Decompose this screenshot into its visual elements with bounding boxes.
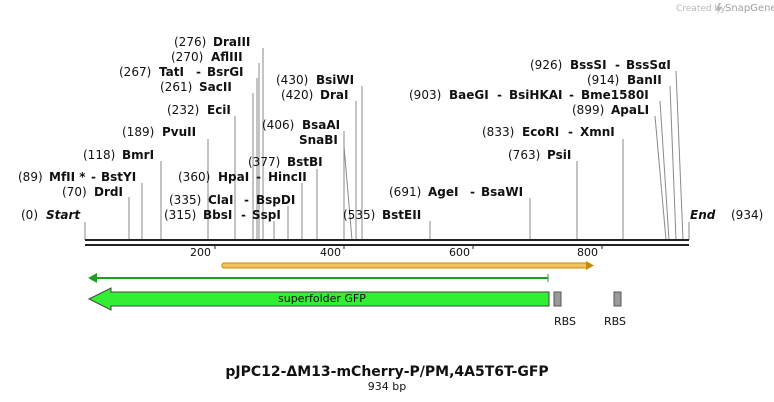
site-pos-baegi: (903)	[409, 88, 441, 102]
map-title: pJPC12-ΔM13-mCherry-P/PM,4A5T6T-GFP	[225, 364, 548, 380]
tick-label-200: 200	[190, 246, 211, 259]
site-name-afliii: AflIII	[211, 50, 243, 64]
site-name-psii: PsiI	[547, 148, 571, 162]
feature-label-gfp: superfolder GFP	[278, 292, 366, 305]
snapgene-logo-icon	[716, 3, 722, 15]
site-name-agei: AgeI	[428, 185, 458, 199]
site-pos-apali: (899)	[572, 103, 604, 117]
site-sep-baegi: -	[497, 88, 502, 102]
leader-snabi	[343, 145, 353, 241]
site-pos-clai: (335)	[169, 193, 201, 207]
site-name-ecii: EciI	[207, 103, 231, 117]
start-pos: (0)	[21, 208, 38, 222]
site-name-baegi: BaeGI	[449, 88, 489, 102]
site-name-tati: TatI	[159, 65, 184, 79]
site-name-xmni: XmnI	[580, 125, 615, 139]
site-pos-bsiwi: (430)	[276, 73, 308, 87]
site-name-bsiwi: BsiWI	[316, 73, 354, 87]
feature-superfolder-gfp: superfolder GFP	[87, 287, 550, 311]
feature-rbs-1: RBS	[553, 291, 576, 328]
site-name-hpai: HpaI	[218, 170, 249, 184]
tick-label-800: 800	[577, 246, 598, 259]
site-pos-drai: (420)	[281, 88, 313, 102]
site-name-bsihkai: BsiHKAI	[509, 88, 563, 102]
site-pos-draiii: (276)	[174, 35, 206, 49]
tick-label-600: 600	[449, 246, 470, 259]
site-sep-tati: -	[196, 65, 201, 79]
leader-baegi	[659, 100, 670, 241]
site-name-apali: ApaLI	[611, 103, 649, 117]
feature-label-rbs-2: RBS	[604, 315, 626, 328]
map-subtitle: 934 bp	[368, 380, 406, 393]
site-leaders	[84, 48, 690, 241]
tick-label-400: 400	[320, 246, 341, 259]
site-name-snabi: SnaBI	[299, 133, 338, 147]
site-pos-pvuii: (189)	[122, 125, 154, 139]
site-pos-bmri: (118)	[83, 148, 115, 162]
site-name-banii: BanII	[627, 73, 662, 87]
site-name-bsssai: BssSαI	[626, 58, 671, 72]
site-name-bsaai: BsaAI	[302, 118, 340, 132]
site-sep-mfii: -	[91, 170, 96, 184]
site-name-sacii: SacII	[199, 80, 232, 94]
leader-banii	[669, 85, 677, 241]
site-name-bbsi: BbsI	[203, 208, 232, 222]
site-name-bsawi: BsaWI	[481, 185, 523, 199]
site-name-bsteii: BstEII	[382, 208, 421, 222]
sequence-backbone	[85, 239, 689, 249]
site-name-bsssi: BssSI	[570, 58, 607, 72]
orf-top-strand	[88, 273, 549, 283]
site-name-draiii: DraIII	[213, 35, 250, 49]
site-sep-bsssi: -	[615, 58, 620, 72]
watermark-brand: SnapGene	[725, 3, 774, 14]
site-pos-psii: (763)	[508, 148, 540, 162]
site-name-ecori: EcoRI	[522, 125, 559, 139]
site-name-bsrgi: BsrGI	[207, 65, 244, 79]
site-pos-banii: (914)	[587, 73, 619, 87]
leader-bsssi	[675, 70, 684, 241]
site-name-drdi: DrdI	[94, 185, 123, 199]
site-pos-bsaai: (406)	[262, 118, 294, 132]
orf-bottom-strand	[221, 261, 594, 270]
site-sep-bbsi: -	[241, 208, 246, 222]
site-pos-hpai: (360)	[178, 170, 210, 184]
watermark-created-by: Created by	[676, 4, 726, 14]
site-pos-bsteii: (535)	[343, 208, 375, 222]
site-sep-hpai: -	[256, 170, 261, 184]
site-labels: (0) Start (89) MfII * - BstYI (70) DrdI …	[18, 35, 763, 222]
site-name-drai: DraI	[320, 88, 348, 102]
site-name-bstbi: BstBI	[287, 155, 323, 169]
end-pos: (934)	[731, 208, 763, 222]
site-name-bspdi: BspDI	[256, 193, 295, 207]
site-pos-mfii: (89)	[18, 170, 43, 184]
site-sep-ecori: -	[568, 125, 573, 139]
site-name-pvuii: PvuII	[162, 125, 196, 139]
site-name-sspi: SspI	[252, 208, 281, 222]
end-label: End	[690, 208, 716, 222]
leader-apali	[654, 115, 667, 241]
site-name-bme1580i: Bme1580I	[581, 88, 649, 102]
site-name-bstyi: BstYI	[101, 170, 136, 184]
site-pos-agei: (691)	[389, 185, 421, 199]
site-pos-afliii: (270)	[171, 50, 203, 64]
site-pos-drdi: (70)	[62, 185, 87, 199]
site-pos-sacii: (261)	[160, 80, 192, 94]
site-name-clai: ClaI	[208, 193, 233, 207]
start-label: Start	[46, 208, 81, 222]
site-name-mfii: MfII *	[49, 170, 86, 184]
site-pos-bbsi: (315)	[164, 208, 196, 222]
site-pos-bstbi: (377)	[248, 155, 280, 169]
site-name-hincii: HincII	[268, 170, 307, 184]
feature-label-rbs-1: RBS	[554, 315, 576, 328]
site-pos-bsssi: (926)	[530, 58, 562, 72]
site-sep-bsihkai: -	[569, 88, 574, 102]
site-name-bmri: BmrI	[122, 148, 154, 162]
site-pos-tati: (267)	[119, 65, 151, 79]
feature-rbs-2: RBS	[604, 291, 626, 328]
site-sep-clai: -	[244, 193, 249, 207]
site-pos-ecii: (232)	[167, 103, 199, 117]
site-pos-ecori: (833)	[482, 125, 514, 139]
site-sep-agei: -	[470, 185, 475, 199]
